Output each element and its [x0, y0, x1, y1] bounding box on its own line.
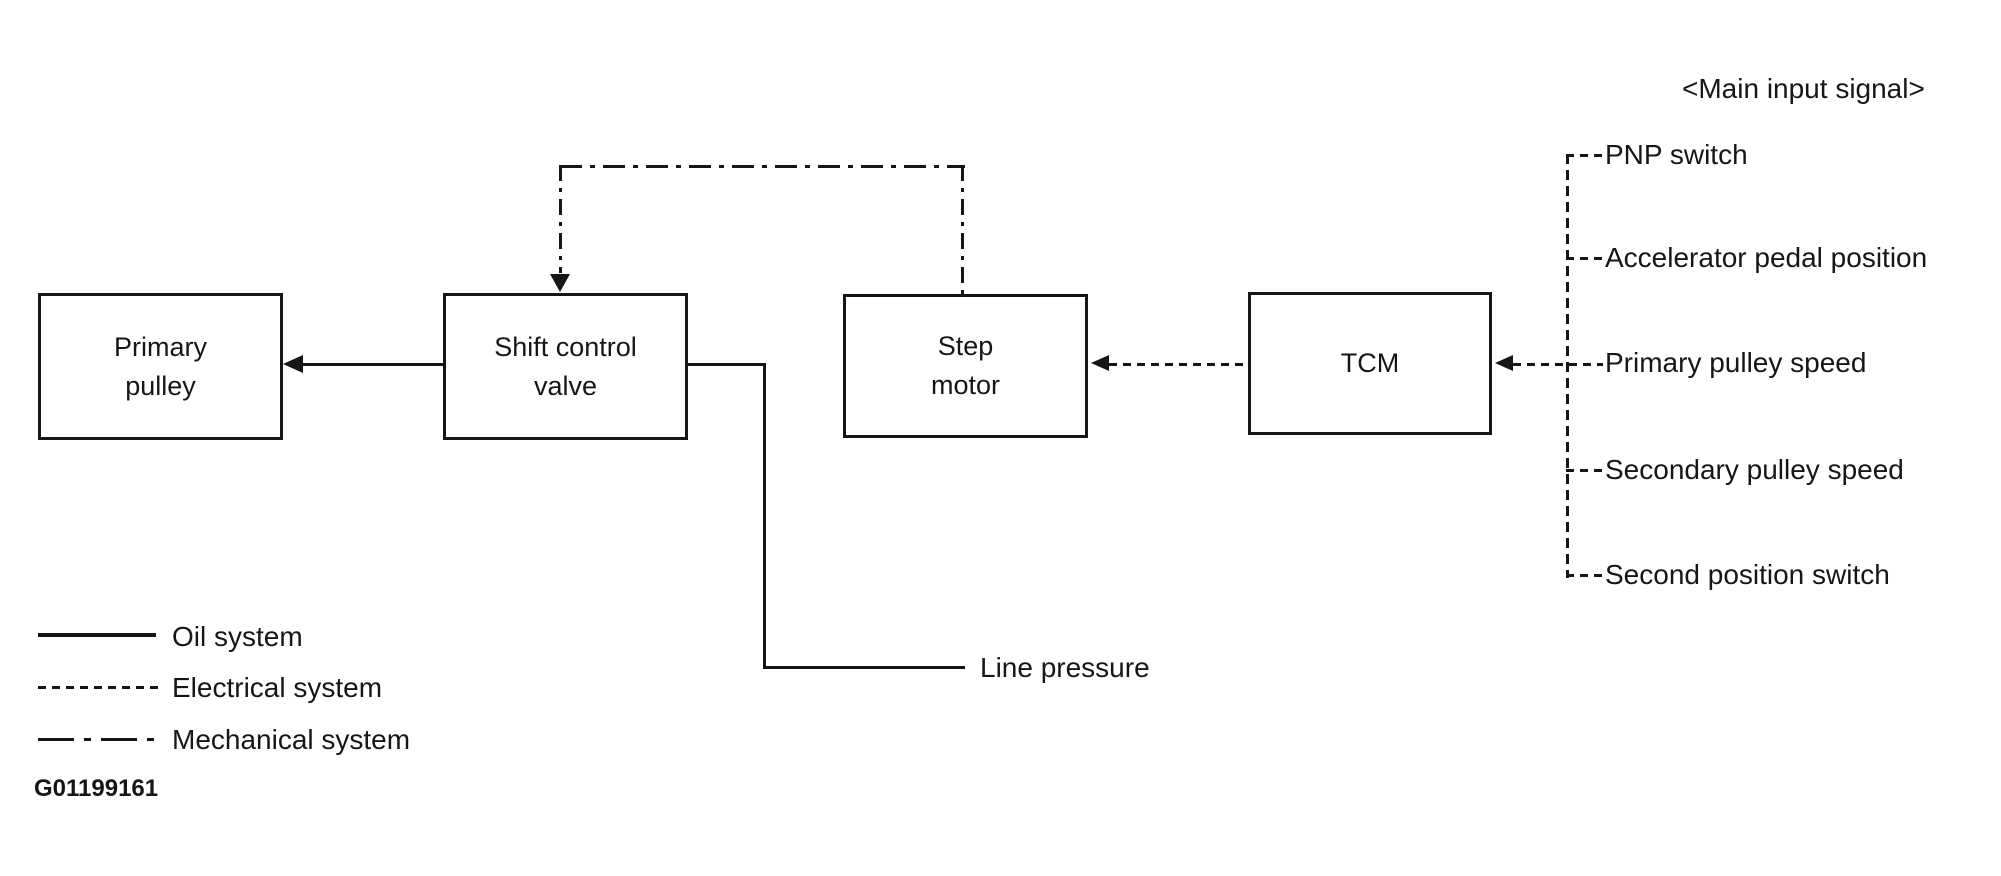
line-pressure-label: Line pressure [980, 652, 1150, 683]
input-signal-trunk-line [1566, 154, 1569, 578]
step-motor-box: Step motor [843, 294, 1088, 438]
legend-sample-electrical-system-line [38, 686, 162, 689]
primary-pulley-label-line2: pulley [125, 370, 196, 401]
shift-control-valve-label-line2: valve [533, 370, 598, 401]
legend-sample-oil-system-line [38, 633, 156, 637]
signal-label-secondary-pulley-speed: Secondary pulley speed [1605, 454, 1904, 485]
figure-id: G01199161 [34, 775, 159, 802]
arrowhead-into-step-motor [1091, 355, 1109, 371]
mechanical-line-horizontal [560, 165, 965, 168]
primary-pulley-box: Primary pulley [38, 293, 283, 440]
signal-label-accelerator-pedal-position: Accelerator pedal position [1605, 242, 1928, 273]
signal-label-primary-pulley-speed: Primary pulley speed [1605, 347, 1867, 378]
tcm-box: TCM [1248, 292, 1492, 435]
tcm-label: TCM [1340, 348, 1400, 378]
signal-label-pnp-switch: PNP switch [1605, 139, 1748, 170]
oil-line-valve-exit [688, 363, 766, 366]
shift-control-valve-label-line1: Shift control [494, 331, 637, 362]
step-motor-label-line2: motor [930, 370, 1001, 400]
branch-tick-secondary-pulley [1566, 469, 1602, 472]
arrowhead-into-shift-control-valve [550, 274, 570, 292]
oil-line-valve-to-pulley [300, 363, 443, 366]
branch-tick-pnp-switch [1566, 154, 1602, 157]
branch-tick-second-position [1566, 574, 1602, 577]
legend-label-electrical-system: Electrical system [172, 672, 383, 703]
main-input-signal-title: <Main input signal> [1682, 73, 1925, 104]
legend-label-oil-system: Oil system [172, 621, 303, 652]
electrical-line-inputs-to-tcm [1513, 363, 1603, 366]
shift-control-valve-box: Shift control valve [443, 293, 688, 440]
legend-label-mechanical-system: Mechanical system [172, 724, 411, 755]
oil-line-to-line-pressure [763, 666, 965, 669]
arrowhead-into-primary-pulley [283, 355, 303, 373]
step-motor-label-line1: Step [937, 331, 994, 361]
electrical-line-tcm-to-step-motor [1109, 363, 1248, 366]
mechanical-line-down-to-valve [559, 165, 562, 273]
arrowhead-into-tcm [1495, 355, 1513, 371]
legend-sample-mechanical-system-line [38, 738, 158, 741]
branch-tick-accelerator-pedal [1566, 257, 1602, 260]
oil-line-down-segment [763, 363, 766, 669]
signal-label-second-position-switch: Second position switch [1605, 559, 1890, 590]
primary-pulley-label-line1: Primary [114, 331, 207, 362]
mechanical-line-step-motor-up [961, 165, 964, 294]
